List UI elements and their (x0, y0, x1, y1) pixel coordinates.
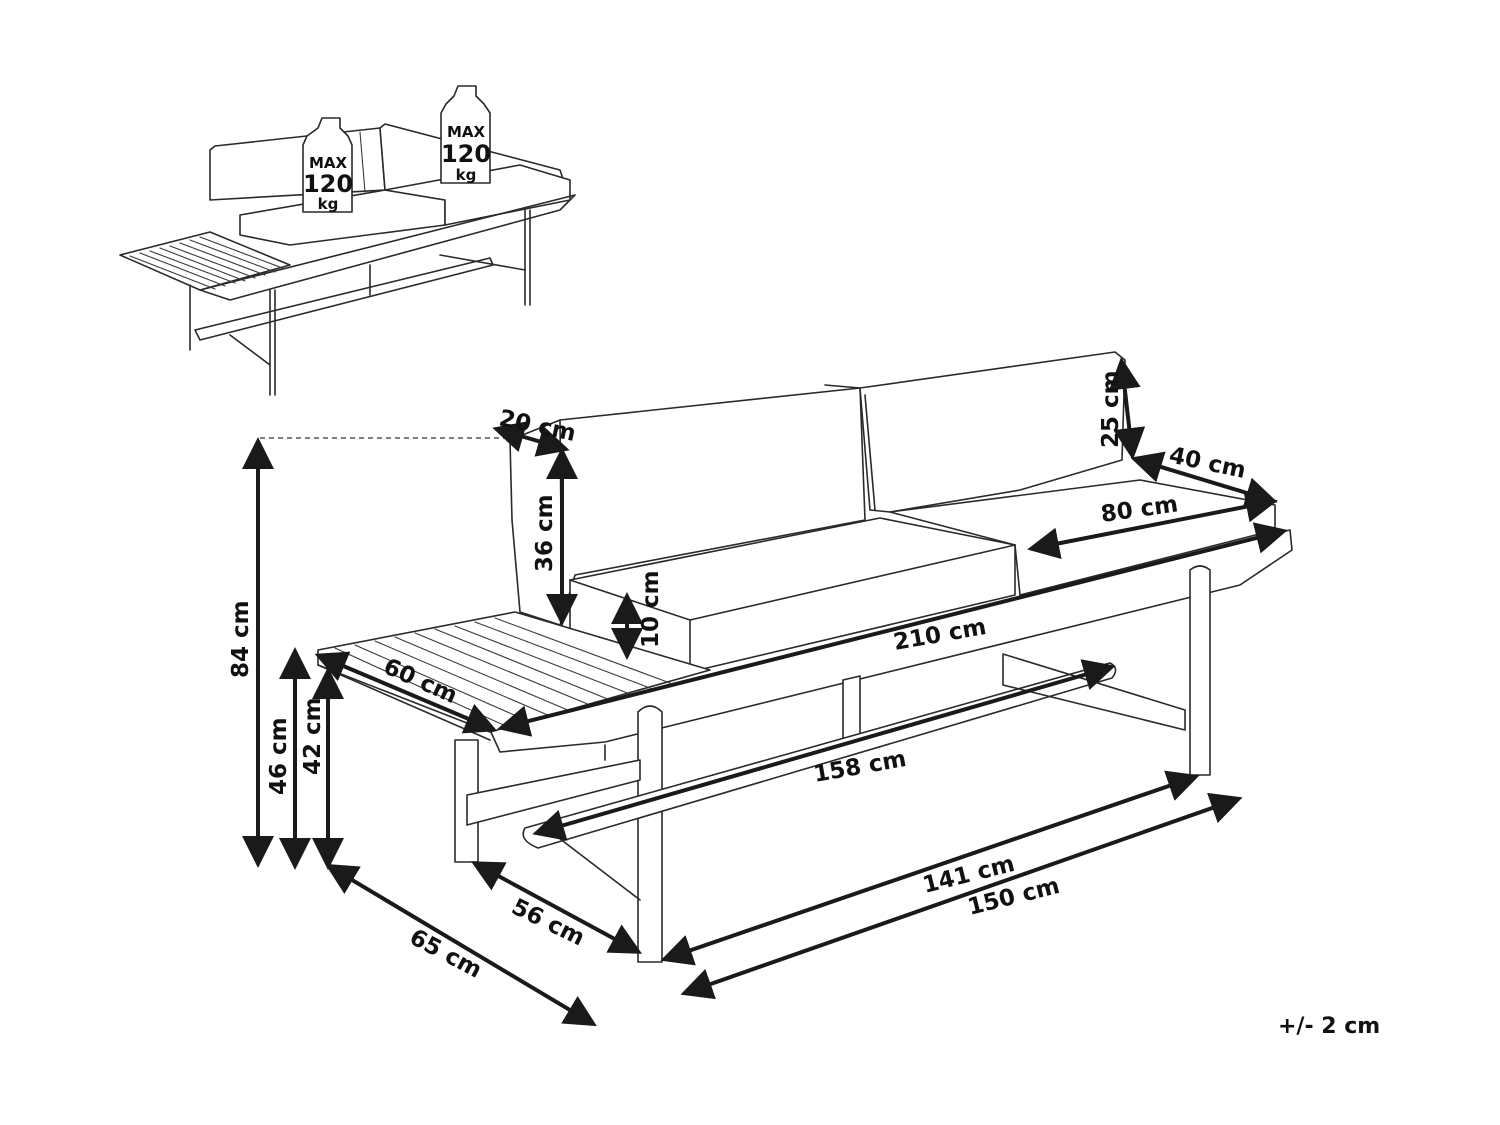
label-total-depth: 65 cm (405, 924, 486, 983)
leg-front-right (637, 705, 663, 963)
weight-left-line1: MAX (309, 154, 348, 172)
leg-mid (842, 675, 861, 741)
weight-icon-right: MAX 120 kg (440, 85, 491, 184)
label-seat-cushion-height: 10 cm (638, 570, 664, 648)
label-seat-depth: 40 cm (1167, 442, 1248, 484)
main-bench (317, 351, 1293, 963)
weight-right-line3: kg (456, 166, 477, 184)
weight-left-line2: 120 (303, 170, 353, 198)
weight-right-line1: MAX (447, 123, 486, 141)
label-overall-height: 84 cm (228, 600, 254, 678)
weight-right-line2: 120 (441, 140, 491, 168)
back-cushion-right (859, 351, 1126, 513)
weight-icon-left: MAX 120 kg (302, 117, 353, 213)
label-back-height: 36 cm (532, 494, 558, 572)
tolerance-note: +/- 2 cm (1278, 1014, 1381, 1039)
label-back-cushion-height: 25 cm (1098, 370, 1124, 448)
label-shelf-height: 46 cm (266, 717, 292, 795)
dimension-lines (242, 357, 1288, 1027)
weight-left-line3: kg (318, 195, 339, 213)
thumbnail-slats (129, 236, 286, 290)
leg-back-right (1189, 565, 1211, 776)
label-leg-height: 42 cm (300, 697, 326, 775)
